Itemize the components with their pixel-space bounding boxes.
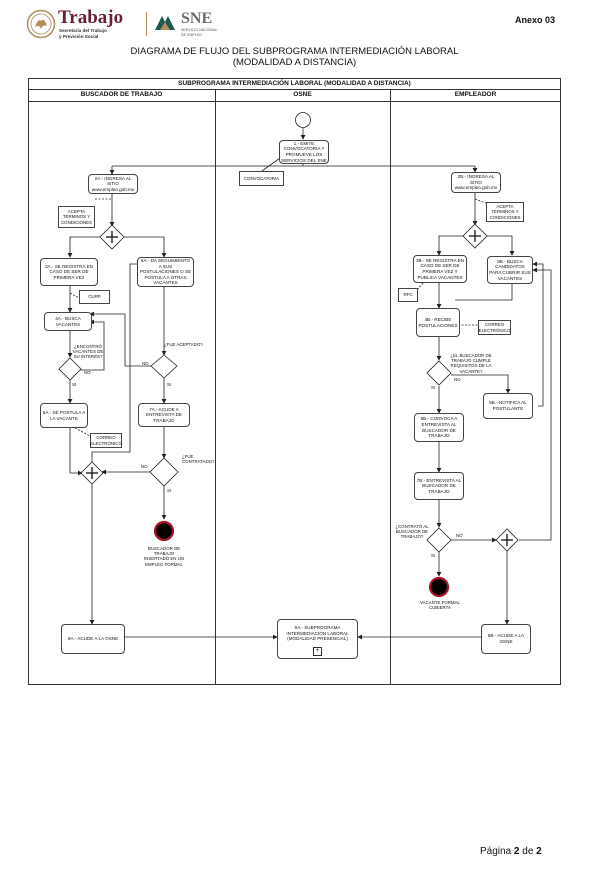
task-9a-acude-osne: 9A.- ACUDE A LA OSNE (61, 624, 125, 654)
subprocess-label: 9A.- SUBPROGRAMA INTERMEDIACIÓN LABORAL … (286, 625, 349, 642)
label-end-buscador: BUSCADOR DE TRABAJO INSERTADO EN UN EMPL… (143, 546, 185, 567)
task-2b-ingresa-sitio: 2B.- INGRESA AL SITIO www.empleo.gob.mx (451, 172, 501, 193)
lane-header-osne: OSNE (293, 91, 312, 98)
pool-title: SUBPROGRAMA INTERMEDIACIÓN LABORAL (MODA… (178, 80, 411, 87)
sne-emblem-icon (155, 16, 175, 30)
decision-contrato (426, 527, 452, 553)
decision-cumple (426, 360, 452, 386)
pool-title-divider (28, 89, 561, 90)
label-no-contrato: NO (456, 533, 463, 538)
mexico-seal-icon (26, 9, 56, 39)
task-6b-convoca-entrevista: 6B.- CONVOCA A ENTREVISTA AL BUSCADOR DE… (414, 413, 464, 442)
decision-contratado (149, 457, 179, 487)
subprocess-intermediacion-presencial[interactable]: 9A.- SUBPROGRAMA INTERMEDIACIÓN LABORAL … (277, 619, 358, 659)
page-prefix: Página (480, 846, 514, 857)
page-number: Página 2 de 2 (480, 846, 542, 857)
task-7a-acude-entrevista: 7A.- ACUDE A ENTREVISTA DE TRABAJO (138, 403, 190, 427)
end-event-buscador (153, 520, 175, 542)
label-contrato-buscador: ¿CONTRATÓ AL BUSCADOR DE TRABAJO? (395, 524, 429, 540)
doc-convocatoria: CONVOCATORIA (239, 171, 284, 186)
lane-header-buscador: BUSCADOR DE TRABAJO (80, 91, 163, 98)
doc-acepta-terminos-b: ACEPTA TÉRMINOS Y CONDICIONES (486, 202, 524, 222)
pool-frame (28, 78, 561, 685)
label-cumple-requisitos: ¿EL BUSCADOR DE TRABAJO CUMPLE REQUISITO… (450, 353, 492, 374)
sne-subtitle-2: DE EMPLEO (181, 33, 202, 37)
label-fue-contratado: ¿FUE CONTRATADO? (182, 454, 215, 465)
label-no-aceptado: NO (142, 361, 149, 366)
annex-label: Anexo 03 (515, 15, 556, 25)
task-3a-se-registra: 3A.- SE REGISTRA EN CASO DE SER DE PRIME… (40, 258, 98, 286)
header: Trabajo Secretaría del Trabajo y Previsi… (0, 0, 589, 45)
lane-divider-2 (390, 90, 391, 685)
task-5b-notifica-postulante: 5B.- NOTIFICA AL POSTULANTE (483, 393, 533, 419)
start-event (295, 112, 311, 128)
page-total: 2 (536, 846, 542, 857)
doc-rfc: RFC (398, 288, 418, 302)
end-event-empleador (428, 576, 450, 598)
task-5a-se-postula: 5A.- SE POSTULA A LA VACANTE (40, 403, 88, 428)
subprocess-expand-icon[interactable]: + (313, 647, 322, 656)
doc-correo-electronico-a: CORREO ELECTRÓNICO (90, 433, 122, 448)
page-current: 2 (513, 846, 520, 857)
label-encontro-vacantes: ¿ENCONTRÓ VACANTES DE SU INTERÉS? (72, 344, 104, 360)
task-6a-da-seguimiento: 6A.- DA SEGUIMIENTO A SUS POSTULACIONES … (137, 257, 194, 287)
label-si-encontro: SI (72, 382, 77, 387)
label-no-encontro: NO (84, 370, 91, 375)
label-si-cumple: SI (431, 385, 436, 390)
logo-subtitle-2: y Previsión Social (59, 34, 99, 39)
decision-encontro (58, 357, 82, 381)
diagram-title-line2: (MODALIDAD A DISTANCIA) (232, 57, 357, 68)
trabajo-logo: Trabajo (58, 7, 124, 28)
task-8b-busca-candidatos: 8B.- BUSCA CANDIDATOS PARA CUBRIR SUS VA… (487, 256, 533, 284)
task-3b-se-registra: 3B.- SE REGISTRA EN CASO DE SER DE PRIME… (413, 255, 467, 283)
doc-curp: CURP (79, 290, 110, 304)
diagram-title-line1: DIAGRAMA DE FLUJO DEL SUBPROGRAMA INTERM… (130, 46, 459, 57)
doc-correo-electronico-b: CORREO ELECTRÓNICO (478, 320, 511, 335)
label-si-contrato: SI (431, 553, 436, 558)
task-1-emite-convocatoria: 1.- EMITE CONVOCATORIA Y PROMUEVE LOS SE… (279, 140, 329, 164)
lane-header-empleador: EMPLEADOR (454, 91, 497, 98)
logo-subtitle-1: Secretaría del Trabajo (59, 28, 107, 33)
page-middle: de (519, 846, 537, 857)
label-si-contratado: SI (167, 488, 172, 493)
label-no-cumple: NO (454, 377, 461, 382)
task-4b-recibe-postulaciones: 4B.- RECIBE POSTULACIONES (416, 308, 460, 337)
task-7b-entrevista: 7B.- ENTREVISTA AL BUSCADOR DE TRABAJO (414, 472, 464, 500)
label-no-contratado: NO (141, 464, 148, 469)
doc-acepta-terminos-a: ACEPTA TÉRMINOS Y CONDICIONES (58, 206, 95, 228)
sne-subtitle-1: SERVICIO NACIONAL (181, 28, 218, 32)
label-si-aceptado: SI (167, 382, 172, 387)
lane-header-divider (28, 101, 561, 102)
task-9b-acude-osne: 9B.- ACUDE A LA OSNE (481, 624, 531, 654)
decision-aceptado (150, 354, 178, 379)
task-2a-ingresa-sitio: 2A.- INGRESA AL SITIO www.empleo.gob.mx (88, 174, 138, 194)
sne-logo: SNE (181, 10, 213, 27)
label-end-empleador: VACANTE FORMAL CUBIERTA (420, 600, 460, 611)
label-fue-aceptado: ¿FUE ACEPTADO? (164, 342, 203, 347)
lane-divider-1 (215, 90, 216, 685)
task-4a-busca-vacantes: 4A.- BUSCA VACANTES (44, 312, 92, 331)
logo-divider (146, 12, 147, 36)
